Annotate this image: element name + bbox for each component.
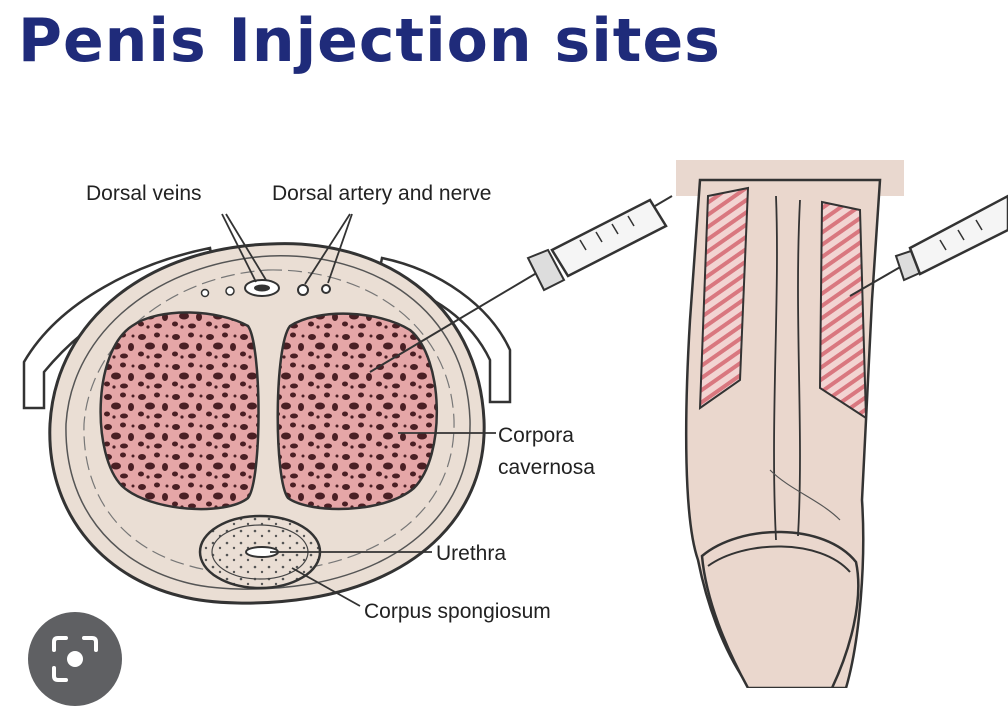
label-dorsal-veins: Dorsal veins — [86, 182, 202, 205]
label-dorsal-artery-nerve: Dorsal artery and nerve — [272, 182, 491, 205]
label-corpus-spongiosum: Corpus spongiosum — [364, 600, 551, 623]
cross-section — [22, 195, 673, 607]
syringe-left — [369, 195, 673, 373]
label-cavernosa: cavernosa — [498, 456, 595, 479]
image-search-lens-icon — [52, 636, 98, 682]
label-urethra: Urethra — [436, 542, 506, 565]
longitudinal-view — [676, 160, 1008, 688]
syringe-right — [849, 194, 1008, 297]
page-title: Penis Injection sites — [18, 6, 721, 76]
image-search-lens-button[interactable] — [28, 612, 122, 706]
injection-sites-diagram: Dorsal veins Dorsal artery and nerve Cor… — [22, 160, 1008, 688]
label-corpora: Corpora — [498, 424, 574, 447]
